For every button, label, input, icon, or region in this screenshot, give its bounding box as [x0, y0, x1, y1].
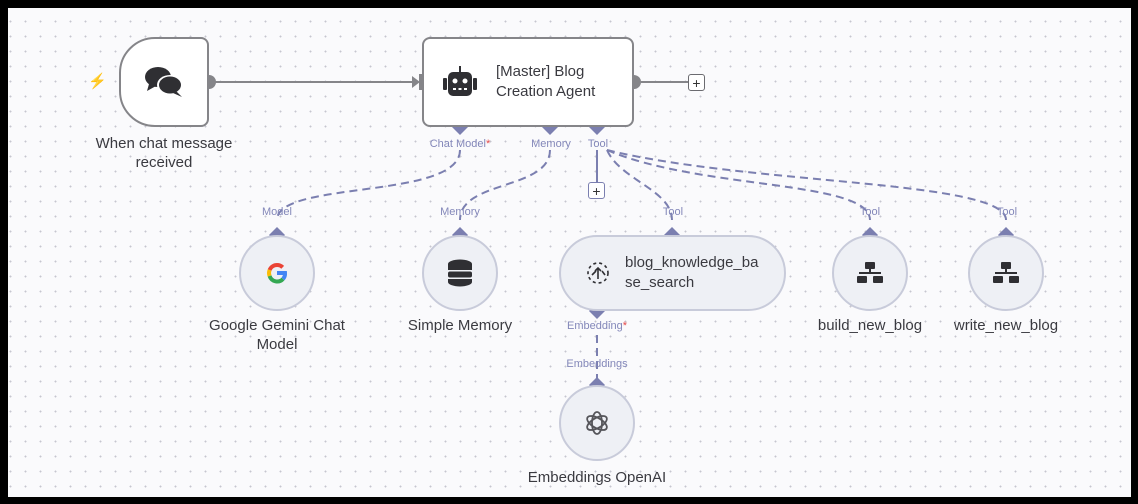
lightning-icon: ⚡	[88, 73, 107, 90]
port-label-tool-kb: Tool	[662, 206, 684, 218]
port-label-tool-write: Tool	[996, 206, 1018, 218]
trigger-label: When chat message received	[95, 135, 233, 171]
gemini-node[interactable]	[239, 235, 315, 311]
write-new-blog-label: write_new_blog	[953, 317, 1059, 334]
memory-node[interactable]	[422, 235, 498, 311]
chat-bubbles-icon	[145, 67, 183, 97]
port-label-chat-model: Chat Model*	[430, 138, 491, 150]
build-new-blog-node[interactable]	[832, 235, 908, 311]
required-mark: *	[622, 320, 627, 332]
port-label-text: Embedding	[567, 320, 623, 332]
trigger-node[interactable]	[119, 37, 209, 127]
sitemap-icon	[993, 262, 1019, 283]
gemini-label: Google Gemini Chat Model	[209, 317, 345, 353]
port-label-tool-build: Tool	[859, 206, 881, 218]
port-label-memory: Memory	[531, 138, 571, 150]
port-label-embeddings: Embeddings	[566, 358, 628, 370]
kb-search-title: blog_knowledge_base_search	[625, 254, 759, 291]
write-new-blog-node[interactable]	[968, 235, 1044, 311]
port-label-memory-in: Memory	[440, 206, 480, 218]
sitemap-icon	[857, 262, 883, 283]
build-new-blog-label: build_new_blog	[817, 317, 923, 334]
agent-node[interactable]: [Master] Blog Creation Agent	[422, 37, 634, 127]
google-icon	[267, 263, 288, 284]
required-mark: *	[485, 138, 491, 150]
embeddings-openai-node[interactable]	[559, 385, 635, 461]
embeddings-openai-label: Embeddings OpenAI	[527, 469, 667, 486]
port-label-text: Chat Model	[429, 138, 486, 150]
kb-search-node[interactable]: blog_knowledge_base_search	[559, 235, 786, 311]
add-tool-button[interactable]: +	[588, 182, 605, 199]
openai-icon	[586, 411, 608, 435]
port-label-model: Model	[262, 206, 292, 218]
database-icon	[448, 259, 472, 287]
port-label-tool: Tool	[587, 138, 609, 150]
add-next-node-button[interactable]: +	[688, 74, 705, 91]
memory-label: Simple Memory	[407, 317, 513, 334]
robot-icon	[443, 66, 477, 96]
vector-store-icon	[587, 262, 609, 284]
port-label-embedding: Embedding*	[567, 320, 627, 332]
agent-title: [Master] Blog Creation Agent	[496, 63, 596, 100]
